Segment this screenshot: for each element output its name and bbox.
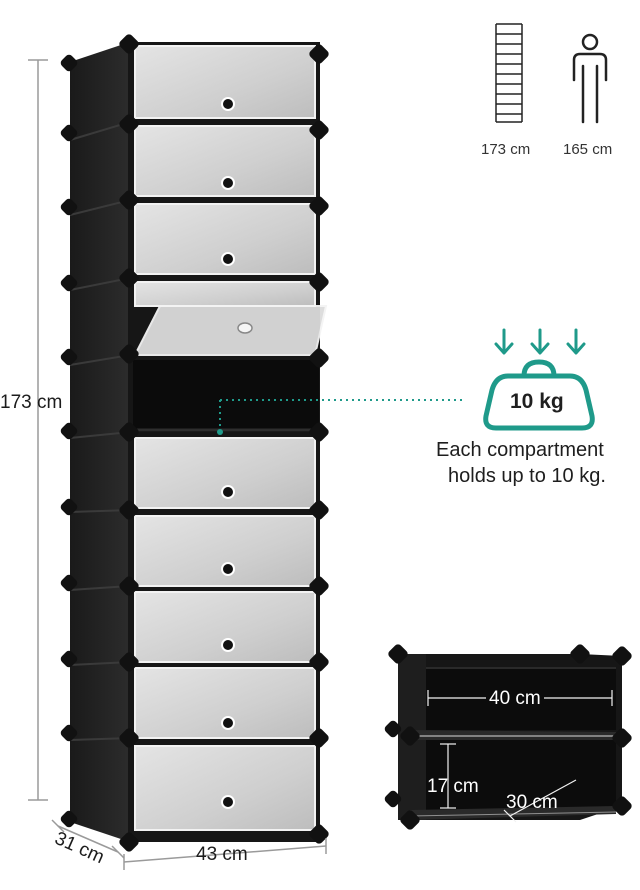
rack-height-icon [495, 23, 523, 123]
rack-doors [133, 45, 328, 831]
width-label: 43 cm [196, 844, 248, 865]
door [134, 591, 316, 663]
rack-side-panel [70, 42, 130, 842]
rack-height-label: 173 cm [481, 141, 531, 158]
weight-label: 10 kg [510, 390, 564, 413]
compartment-depth-label: 30 cm [506, 792, 558, 813]
rack-connectors [60, 34, 329, 852]
door [134, 745, 316, 831]
height-label: 173 cm [0, 392, 63, 413]
door-hole-icons [221, 97, 235, 809]
compartment-illustration [384, 644, 632, 830]
compartment-height-label: 17 cm [427, 776, 479, 797]
load-caption-line1: Each compartment [436, 439, 604, 461]
compartment-width-label: 40 cm [486, 688, 544, 710]
height-dimension-line [28, 59, 48, 801]
door [134, 515, 316, 587]
load-caption-line2: holds up to 10 kg. [448, 465, 606, 487]
width-dimension-line [123, 838, 327, 870]
weight-arrows-icon [494, 328, 586, 355]
weight-icon [483, 359, 595, 431]
person-height-label: 165 cm [563, 141, 613, 158]
open-compartment [133, 360, 319, 432]
door-back-panel [134, 281, 316, 307]
door-open [133, 305, 328, 356]
person-icon [572, 33, 608, 124]
depth-dimension-line [51, 819, 125, 859]
